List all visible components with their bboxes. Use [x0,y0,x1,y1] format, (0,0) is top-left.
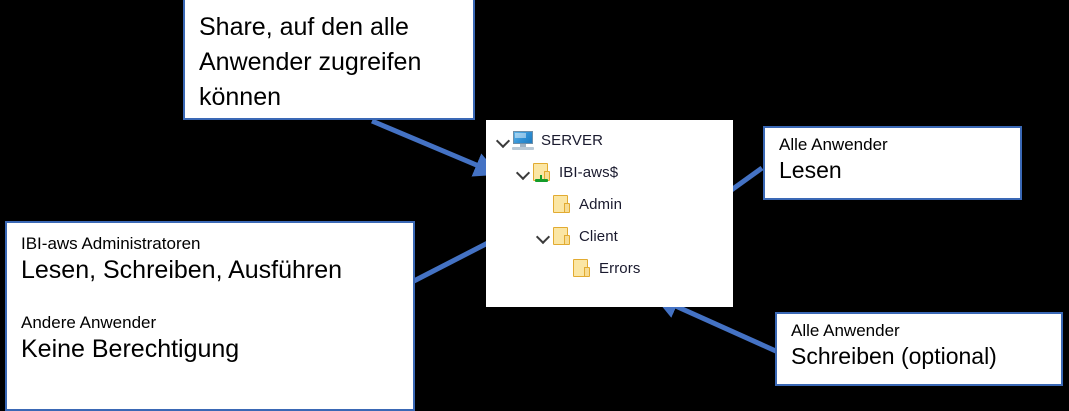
permission-group-others-label: Andere Anwender [21,313,157,332]
chevron-down-icon[interactable] [494,131,512,149]
write-permission-group: Alle Anwender Schreiben (optional) [777,314,1061,371]
permission-group-admins-label: IBI-aws Administratoren [21,234,201,253]
folder-icon [552,226,572,246]
permission-group-others-value: Keine Berechtigung [21,335,240,363]
read-permission-label: Alle Anwender [779,135,888,154]
callout-write-permission: Alle Anwender Schreiben (optional) [775,312,1063,386]
chevron-down-icon[interactable] [514,163,532,181]
tree-node-server[interactable]: SERVER [494,126,603,154]
folder-icon [552,194,572,214]
tree-node-ibi-aws-share-label: IBI-aws$ [559,163,619,181]
chevron-down-icon[interactable] [534,227,552,245]
callout-read-permission: Alle Anwender Lesen [763,126,1022,200]
tree-node-admin-label: Admin [579,195,623,213]
write-permission-value: Schreiben (optional) [791,343,997,369]
permission-group-admins: IBI-aws Administratoren Lesen, Schreiben… [7,223,413,286]
tree-node-client-label: Client [579,227,618,245]
callout-share: Share, auf den alle Anwender zugreifen k… [183,0,475,120]
callout-permissions: IBI-aws Administratoren Lesen, Schreiben… [5,221,415,411]
tree-node-client[interactable]: Client [534,222,618,250]
read-permission-value: Lesen [779,157,842,183]
monitor-icon [512,129,534,151]
permission-group-others: Andere Anwender Keine Berechtigung [7,286,413,365]
explorer-tree-panel[interactable]: SERVER IBI-aws$ Admin Client [486,120,733,307]
arrow-share-to-node [371,118,500,177]
tree-node-admin[interactable]: Admin [534,190,622,218]
read-permission-group: Alle Anwender Lesen [765,128,1020,185]
tree-node-errors-label: Errors [599,259,641,277]
permission-group-admins-value: Lesen, Schreiben, Ausführen [21,256,343,284]
tree-node-errors[interactable]: Errors [554,254,640,282]
write-permission-label: Alle Anwender [791,321,900,340]
callout-share-text: Share, auf den alle Anwender zugreifen k… [199,13,429,111]
tree-node-server-label: SERVER [541,131,604,149]
tree-node-ibi-aws-share[interactable]: IBI-aws$ [514,158,618,186]
shared-folder-icon [532,162,552,182]
folder-icon [572,258,592,278]
